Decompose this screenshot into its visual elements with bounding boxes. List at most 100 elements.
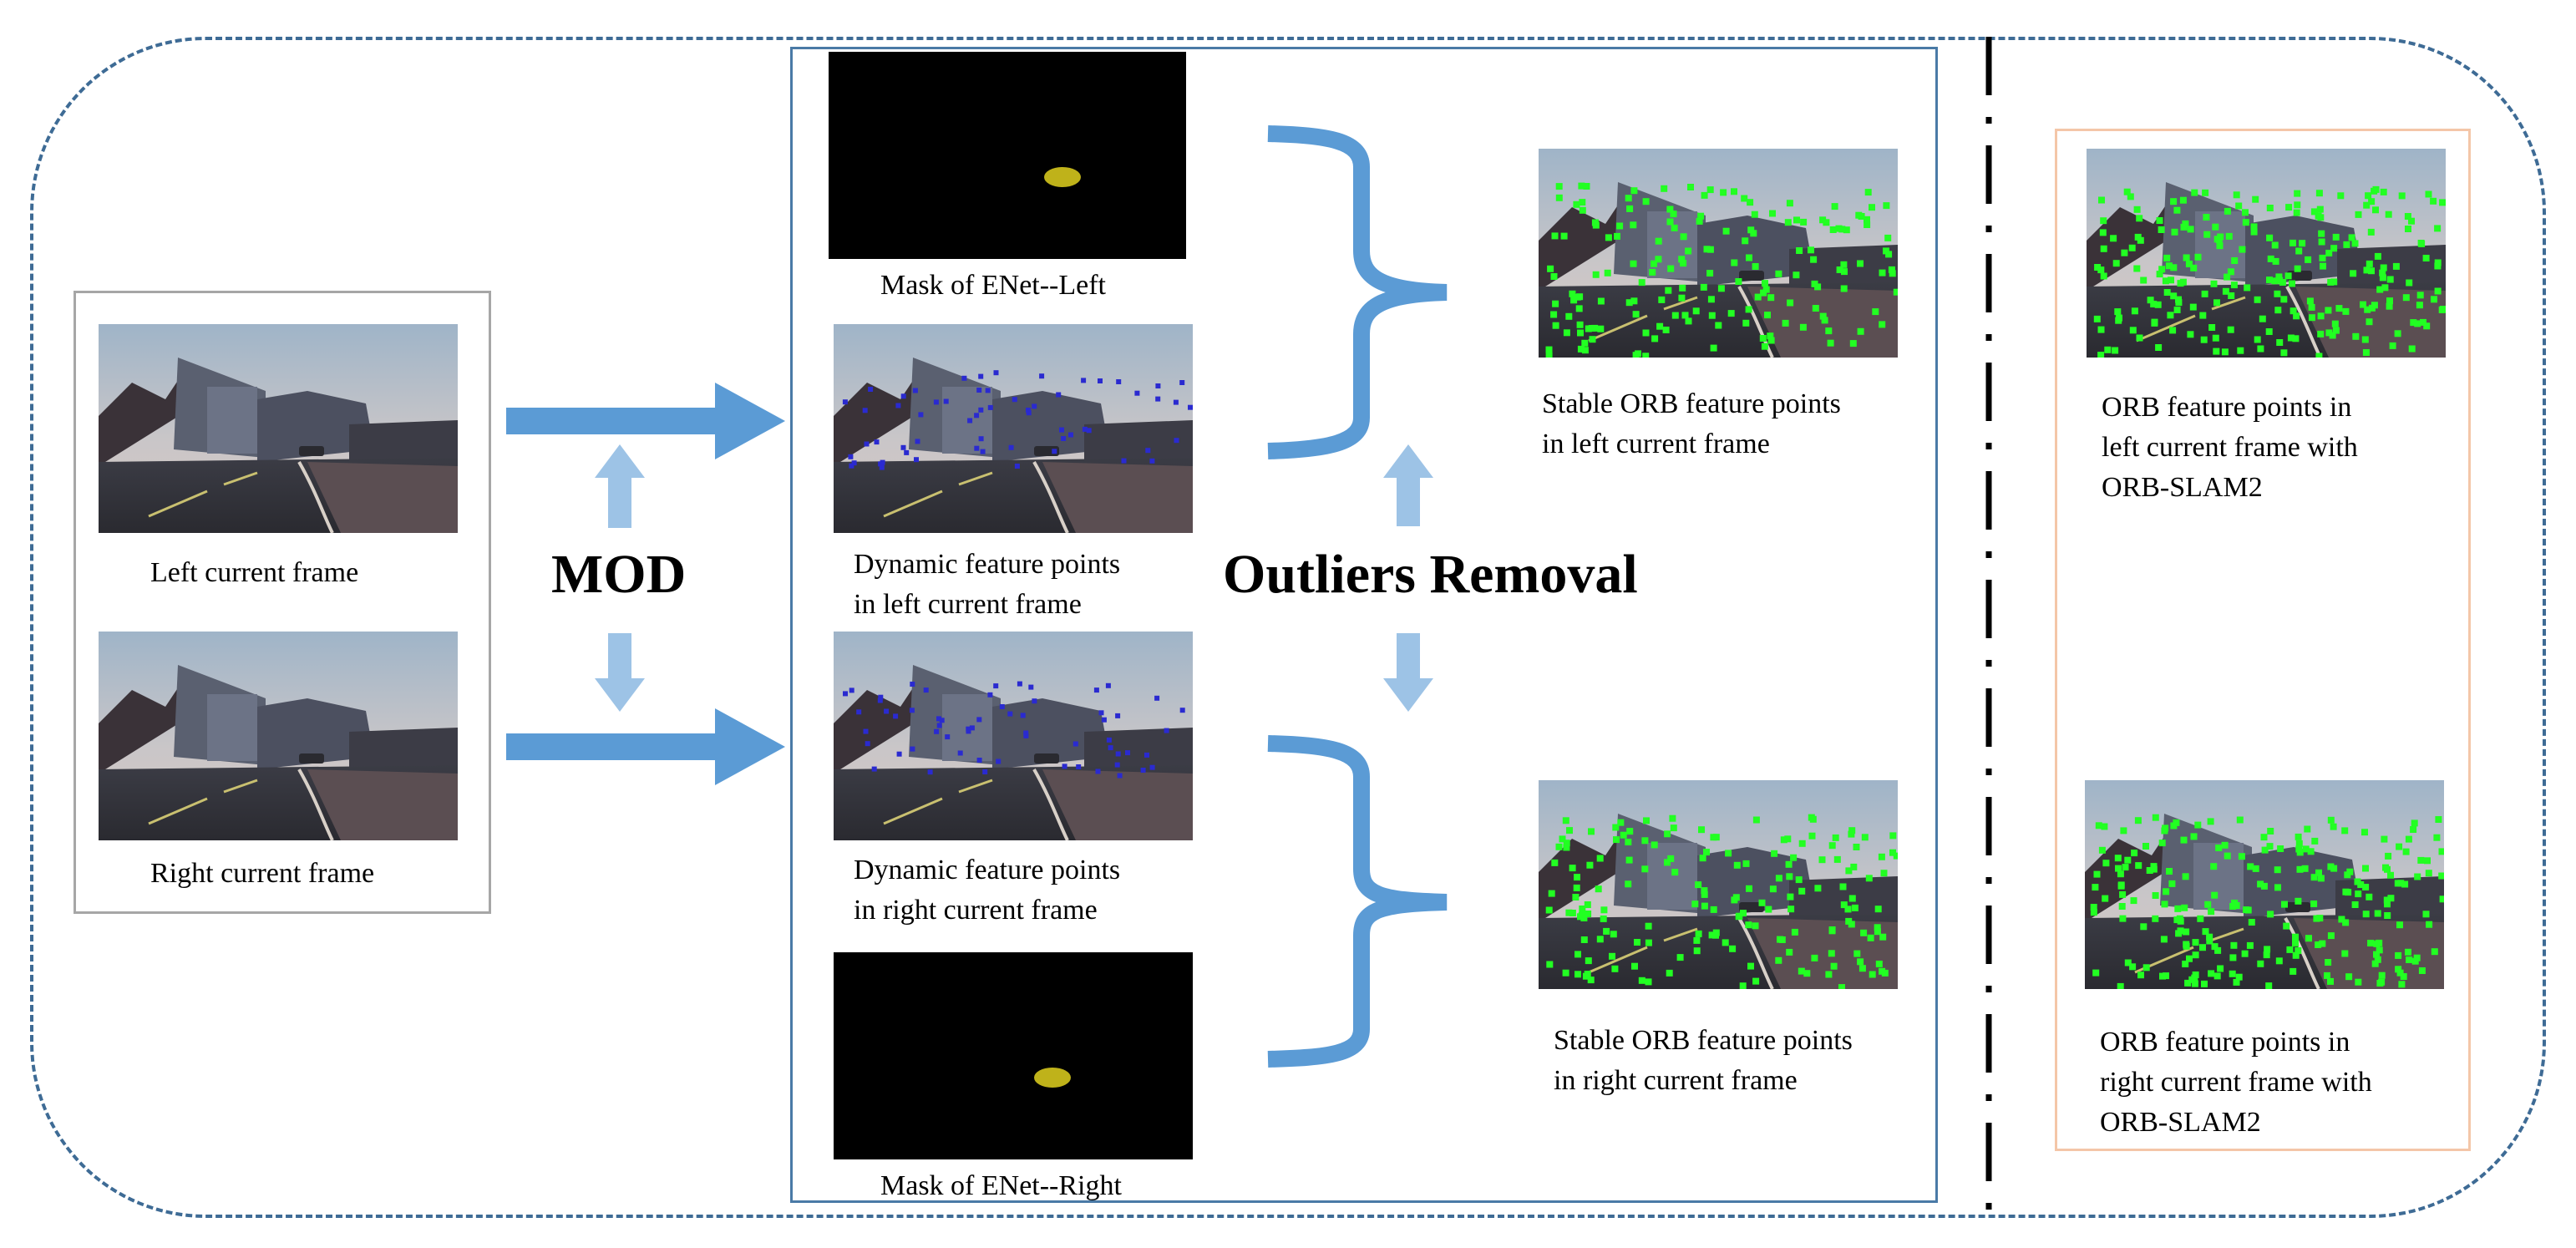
feature-point bbox=[2267, 828, 2274, 835]
feature-point bbox=[2325, 329, 2333, 337]
feature-point bbox=[1625, 195, 1632, 202]
feature-point bbox=[863, 728, 869, 734]
feature-point bbox=[2177, 280, 2184, 287]
feature-point bbox=[2337, 192, 2345, 200]
feature-point bbox=[2380, 188, 2387, 195]
feature-point bbox=[2360, 301, 2366, 308]
feature-point bbox=[2315, 869, 2322, 876]
feature-point bbox=[2422, 911, 2430, 918]
feature-point bbox=[2374, 956, 2381, 963]
feature-point bbox=[2271, 277, 2279, 285]
feature-point bbox=[2426, 921, 2433, 928]
feature-point bbox=[1678, 294, 1686, 302]
feature-point bbox=[1708, 312, 1716, 319]
feature-point bbox=[1678, 256, 1686, 263]
feature-point bbox=[1584, 971, 1591, 978]
feature-point bbox=[2190, 833, 2198, 840]
feature-point bbox=[2367, 940, 2375, 946]
feature-point bbox=[2130, 897, 2137, 905]
feature-point bbox=[1651, 841, 1658, 849]
feature-point bbox=[2279, 279, 2286, 286]
feature-point bbox=[2405, 948, 2411, 956]
feature-point bbox=[1609, 952, 1615, 960]
feature-point bbox=[2289, 967, 2297, 975]
feature-point bbox=[1134, 390, 1140, 396]
feature-point bbox=[2202, 928, 2209, 936]
feature-point bbox=[2346, 868, 2354, 875]
feature-point bbox=[2163, 888, 2170, 895]
feature-point bbox=[2325, 307, 2332, 314]
feature-point bbox=[2295, 247, 2303, 255]
feature-point bbox=[2239, 246, 2246, 253]
feature-point bbox=[1793, 216, 1800, 224]
feature-point bbox=[1701, 887, 1708, 895]
feature-point bbox=[2398, 192, 2406, 200]
feature-point bbox=[2396, 843, 2403, 850]
feature-point bbox=[2267, 911, 2274, 918]
feature-point bbox=[1697, 212, 1705, 220]
left-current-frame-label: Left current frame bbox=[150, 557, 359, 588]
feature-point bbox=[1848, 827, 1856, 835]
feature-point bbox=[2191, 980, 2198, 987]
feature-point bbox=[1611, 965, 1619, 972]
feature-point bbox=[1710, 906, 1717, 913]
feature-point bbox=[893, 713, 899, 719]
feature-point bbox=[2378, 972, 2386, 979]
feature-point bbox=[2192, 951, 2199, 959]
feature-point bbox=[2266, 843, 2274, 850]
feature-point bbox=[2350, 270, 2357, 277]
feature-point bbox=[1662, 327, 1670, 333]
feature-point bbox=[2099, 229, 2107, 236]
mask-blob-left bbox=[1044, 167, 1081, 187]
feature-point bbox=[1612, 824, 1620, 831]
feature-point bbox=[2400, 973, 2407, 980]
feature-point bbox=[1679, 284, 1686, 292]
feature-point bbox=[1671, 312, 1679, 319]
feature-point bbox=[1790, 854, 1798, 861]
feature-point bbox=[2257, 880, 2264, 888]
feature-point bbox=[1585, 325, 1592, 332]
feature-point bbox=[2286, 946, 2294, 953]
feature-point bbox=[2404, 213, 2411, 220]
feature-point bbox=[2430, 197, 2437, 205]
feature-point bbox=[2236, 816, 2244, 824]
feature-point bbox=[1676, 954, 1684, 961]
feature-point bbox=[1710, 344, 1717, 352]
feature-point bbox=[2257, 345, 2264, 353]
feature-point bbox=[1786, 200, 1793, 207]
feature-point bbox=[1605, 234, 1612, 241]
feature-point bbox=[1546, 961, 1554, 968]
feature-point bbox=[2332, 233, 2340, 241]
feature-point bbox=[2224, 207, 2231, 215]
feature-point bbox=[1739, 982, 1747, 989]
feature-point bbox=[1864, 216, 1870, 223]
feature-point bbox=[2417, 856, 2425, 864]
feature-point bbox=[1691, 900, 1699, 908]
feature-point bbox=[2275, 273, 2283, 281]
feature-point bbox=[2379, 274, 2386, 282]
feature-point bbox=[900, 444, 906, 450]
feature-point bbox=[2119, 915, 2127, 922]
feature-point bbox=[1685, 317, 1692, 325]
feature-point bbox=[1765, 906, 1772, 913]
feature-point bbox=[1664, 830, 1671, 838]
feature-point bbox=[2142, 843, 2149, 850]
feature-point bbox=[2305, 935, 2312, 942]
feature-point bbox=[1708, 931, 1716, 939]
feature-point bbox=[2187, 331, 2194, 338]
feature-point bbox=[2190, 264, 2198, 271]
feature-point bbox=[2158, 266, 2166, 273]
feature-point bbox=[1625, 839, 1632, 845]
feature-point bbox=[2316, 205, 2324, 213]
feature-point bbox=[2293, 312, 2300, 320]
feature-point bbox=[1869, 204, 1875, 211]
feature-point bbox=[2315, 941, 2322, 948]
feature-point bbox=[1848, 921, 1855, 928]
feature-point bbox=[1625, 880, 1632, 888]
feature-point bbox=[2342, 307, 2350, 315]
feature-point bbox=[2331, 320, 2339, 327]
feature-point bbox=[2263, 951, 2270, 959]
feature-point bbox=[1613, 836, 1620, 844]
feature-point bbox=[1819, 216, 1827, 224]
feature-point bbox=[1600, 915, 1607, 922]
